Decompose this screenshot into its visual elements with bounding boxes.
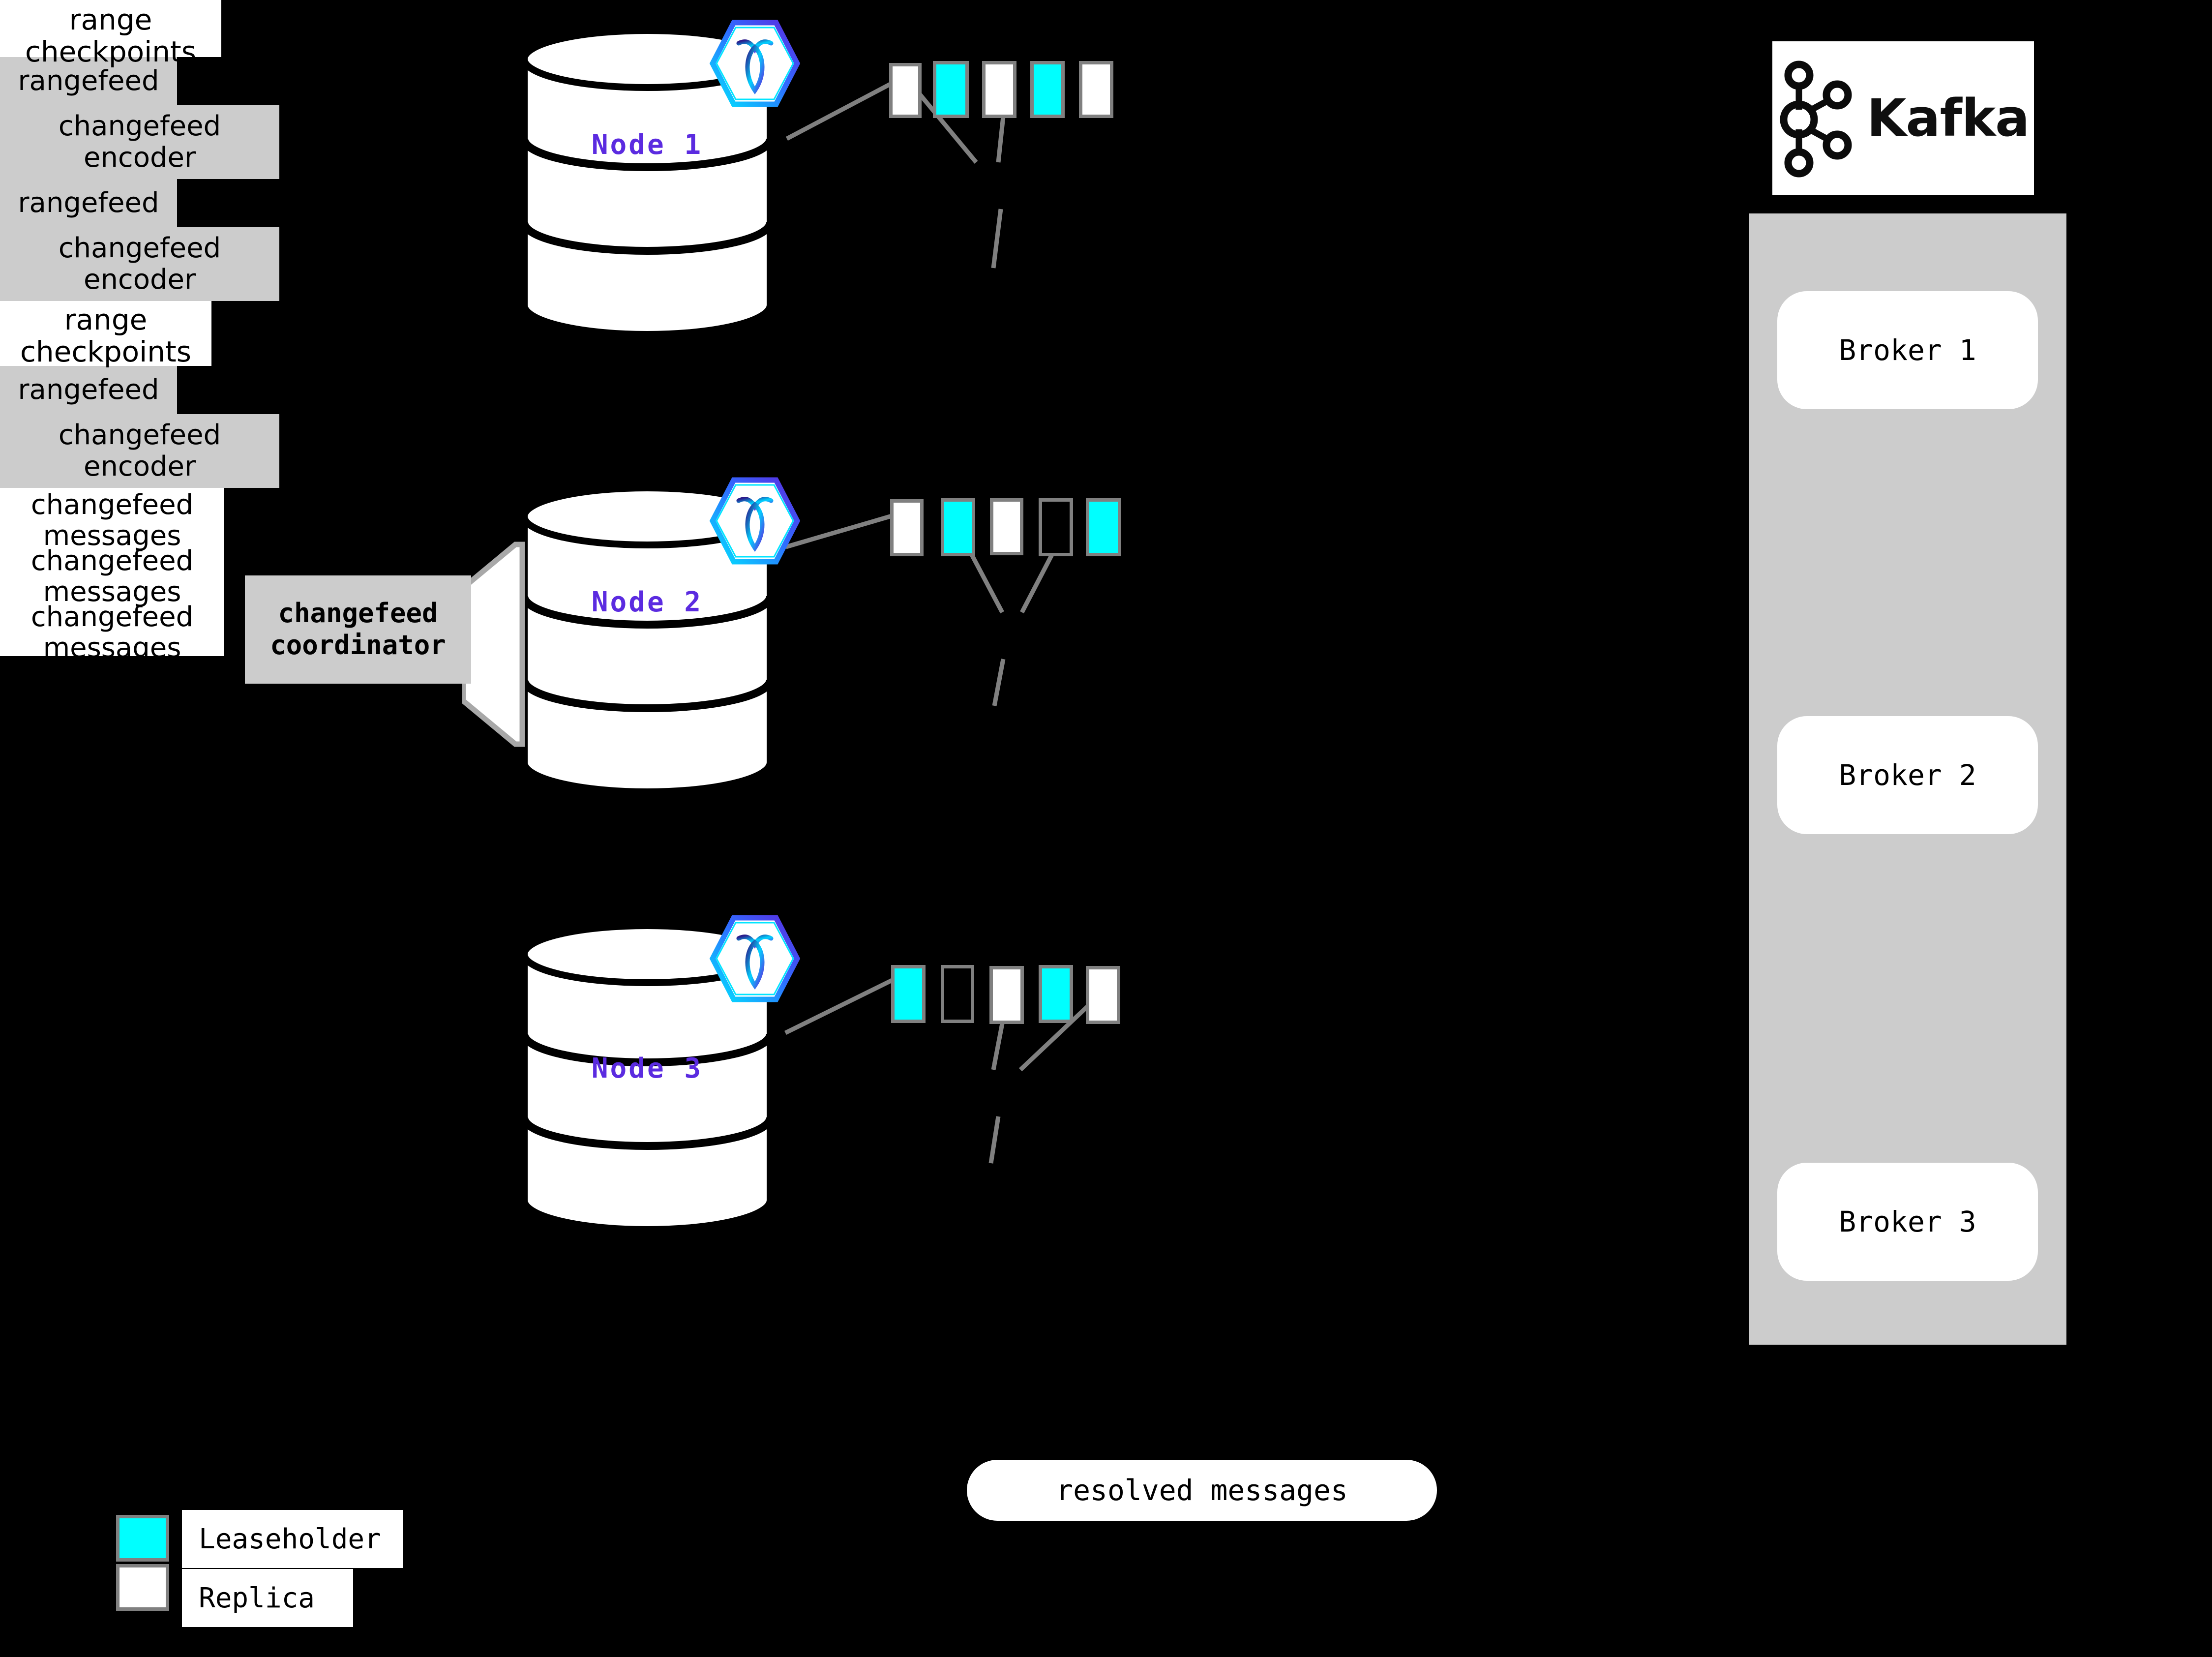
node-3-range-checkpoints-label: range checkpoints bbox=[0, 301, 211, 368]
changefeed-messages-label-2: changefeed messages bbox=[0, 544, 224, 607]
range-box[interactable] bbox=[1086, 966, 1120, 1024]
changefeed-messages-line-1: changefeed bbox=[30, 545, 194, 577]
rangefeed-label: rangefeed bbox=[18, 373, 159, 406]
range-box[interactable] bbox=[1039, 498, 1073, 556]
encoder-label-line-1: changefeed bbox=[58, 232, 221, 264]
range-box[interactable] bbox=[941, 965, 974, 1023]
node-1-cylinder bbox=[514, 30, 780, 334]
range-box[interactable] bbox=[982, 61, 1016, 118]
legend-label-replica: Replica bbox=[182, 1569, 353, 1627]
changefeed-messages-line-2: messages bbox=[43, 632, 181, 664]
broker-label: Broker 3 bbox=[1839, 1205, 1976, 1238]
broker-3-pill[interactable]: Broker 3 bbox=[1777, 1163, 2038, 1281]
changefeed-messages-line-1: changefeed bbox=[30, 489, 194, 521]
range-box[interactable] bbox=[890, 499, 924, 556]
changefeed-messages-label-1: changefeed messages bbox=[0, 488, 224, 551]
node-2-label: Node 2 bbox=[591, 586, 703, 618]
range-checkpoints-line-1: range bbox=[69, 3, 152, 36]
broker-label: Broker 2 bbox=[1839, 758, 1976, 792]
encoder-label-line-2: encoder bbox=[83, 264, 196, 296]
legend-swatch-leaseholder bbox=[116, 1515, 169, 1562]
kafka-logo-card: Kafka bbox=[1772, 41, 2034, 195]
encoder-label-line-1: changefeed bbox=[58, 419, 221, 451]
cockroachdb-hexagon-icon bbox=[708, 474, 802, 570]
encoder-label-line-2: encoder bbox=[83, 142, 196, 174]
node-2-changefeed-encoder-box[interactable]: changefeed encoder bbox=[0, 227, 279, 301]
range-box[interactable] bbox=[933, 61, 969, 118]
cockroachdb-hexagon-icon bbox=[708, 912, 802, 1007]
changefeed-messages-line-2: messages bbox=[43, 575, 181, 608]
changefeed-messages-line-2: messages bbox=[43, 519, 181, 552]
range-box[interactable] bbox=[1086, 498, 1121, 556]
kafka-node-graph-icon bbox=[1780, 60, 1852, 178]
broker-2-pill[interactable]: Broker 2 bbox=[1777, 716, 2038, 834]
resolved-messages-label: resolved messages bbox=[1056, 1474, 1348, 1507]
node-3-changefeed-encoder-box[interactable]: changefeed encoder bbox=[0, 414, 279, 488]
cockroachdb-hexagon-icon bbox=[708, 17, 802, 112]
node-3-label: Node 3 bbox=[591, 1053, 703, 1085]
resolved-messages-pill: resolved messages bbox=[967, 1460, 1437, 1521]
node-3-rangefeed-box[interactable]: rangefeed bbox=[0, 366, 177, 414]
encoder-label-line-2: encoder bbox=[83, 451, 196, 482]
kafka-wordmark: Kafka bbox=[1866, 88, 2030, 148]
range-box[interactable] bbox=[941, 498, 975, 556]
range-box[interactable] bbox=[990, 498, 1023, 555]
coordinator-line-2: coordinator bbox=[270, 630, 446, 661]
range-box[interactable] bbox=[989, 966, 1024, 1024]
coordinator-pointer-icon bbox=[462, 542, 525, 747]
range-box[interactable] bbox=[891, 965, 926, 1023]
range-box[interactable] bbox=[1030, 61, 1065, 118]
node-1-range-checkpoints-label: range checkpoints bbox=[0, 0, 221, 67]
legend-label-leaseholder: Leaseholder bbox=[182, 1510, 403, 1568]
range-box[interactable] bbox=[1039, 965, 1073, 1023]
changefeed-coordinator-box[interactable]: changefeed coordinator bbox=[245, 575, 471, 684]
rangefeed-label: rangefeed bbox=[18, 64, 159, 97]
range-checkpoints-line-2: checkpoints bbox=[25, 34, 196, 68]
node-1-rangefeed-box[interactable]: rangefeed bbox=[0, 57, 177, 105]
changefeed-messages-line-1: changefeed bbox=[30, 601, 194, 633]
changefeed-messages-label-3: changefeed messages bbox=[0, 600, 224, 663]
legend-swatch-replica bbox=[116, 1564, 169, 1611]
coordinator-line-1: changefeed bbox=[278, 598, 438, 629]
range-checkpoints-line-1: range bbox=[64, 303, 148, 336]
rangefeed-label: rangefeed bbox=[18, 186, 159, 219]
range-box[interactable] bbox=[889, 63, 922, 118]
node-2-cylinder bbox=[514, 487, 780, 792]
broker-label: Broker 1 bbox=[1839, 333, 1976, 367]
node-1-label: Node 1 bbox=[591, 129, 703, 161]
node-2-rangefeed-box[interactable]: rangefeed bbox=[0, 179, 177, 227]
encoder-label-line-1: changefeed bbox=[58, 110, 221, 142]
node-1-changefeed-encoder-box[interactable]: changefeed encoder bbox=[0, 105, 279, 179]
range-box[interactable] bbox=[1079, 61, 1113, 118]
broker-1-pill[interactable]: Broker 1 bbox=[1777, 291, 2038, 409]
range-checkpoints-line-2: checkpoints bbox=[20, 334, 191, 368]
